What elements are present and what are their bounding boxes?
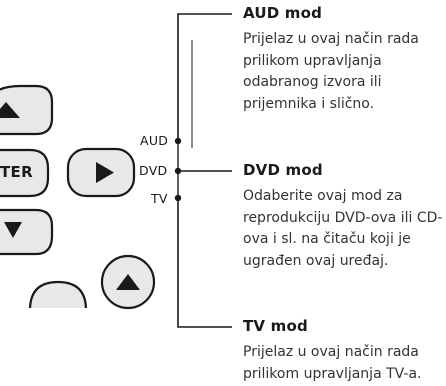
down-button — [0, 208, 54, 256]
enter-button — [0, 148, 50, 198]
dvd-mode-description: Odaberite ovaj mod za reprodukciju DVD-o… — [243, 188, 443, 269]
mode-switch — [174, 137, 182, 202]
dvd-mode-title: DVD mod — [243, 161, 323, 179]
up-button — [0, 84, 54, 136]
right-button — [66, 147, 136, 198]
callout-lines — [177, 13, 232, 328]
switch-label-aud: AUD — [140, 133, 169, 148]
round-up-button — [100, 254, 156, 310]
aud-mode-description: Prijelaz u ovaj način rada prilikom upra… — [243, 31, 419, 112]
aud-mode-title: AUD mod — [243, 4, 323, 22]
tv-mode-title: TV mod — [243, 317, 308, 335]
switch-label-dvd: DVD — [139, 163, 168, 178]
tv-mode-description: Prijelaz u ovaj način rada prilikom upra… — [243, 344, 422, 382]
enter-label: TER — [0, 163, 33, 181]
switch-label-tv: TV — [151, 191, 168, 206]
round-button — [28, 280, 88, 314]
